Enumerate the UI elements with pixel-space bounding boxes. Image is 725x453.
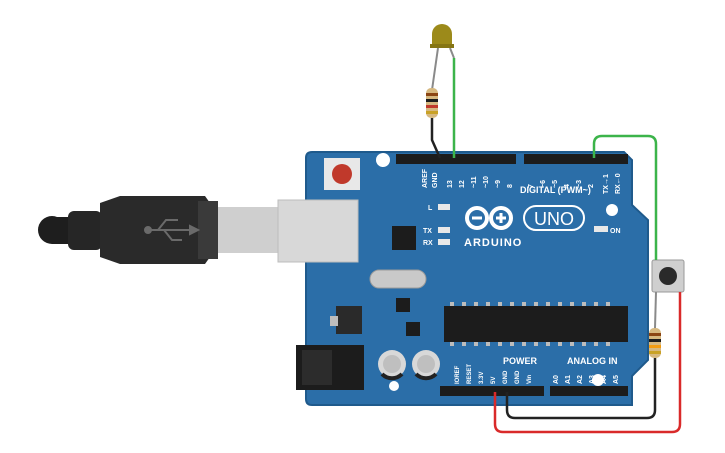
digital-header-label: DIGITAL (PWM~) (520, 185, 591, 195)
usb-chip (392, 226, 416, 250)
capacitor (378, 350, 406, 381)
brand-text: ARDUINO (464, 237, 522, 249)
pin-label: ~6 (540, 180, 547, 188)
reset-button[interactable] (324, 158, 360, 190)
pin-label: 12 (459, 180, 466, 188)
mounting-hole (606, 204, 618, 216)
pin-label: 7 (528, 184, 535, 188)
digital-header-left (396, 154, 516, 164)
digital-header-right (524, 154, 628, 164)
l-led-label: L (428, 205, 433, 212)
model-text: UNO (534, 209, 574, 229)
wire-green-button[interactable] (592, 134, 658, 260)
wire-button-to-resistor[interactable] (654, 291, 657, 329)
pin-label: A5 (613, 375, 620, 384)
power-jack (296, 345, 364, 390)
wire-red-5v[interactable] (493, 292, 682, 434)
pin-label: RX←0 (615, 173, 622, 194)
pin-label: GND (515, 370, 521, 384)
regulator (336, 306, 362, 334)
pin-label: 5V (491, 377, 497, 384)
arduino-board[interactable]: AREF GND 13 12 ~11 ~10 ~9 8 7 ~6 ~5 4 ~3… (277, 151, 649, 406)
wire-black-gnd[interactable] (505, 358, 657, 420)
small-chip (396, 298, 410, 312)
mounting-hole (592, 374, 604, 386)
pin-label: ~10 (483, 176, 490, 188)
arduino-logo: ARDUINO UNO (464, 205, 585, 249)
on-led-label: ON (610, 228, 621, 235)
pin-label: 13 (447, 180, 454, 188)
pin-label: A3 (589, 375, 596, 384)
resistor[interactable] (649, 328, 661, 358)
power-header (440, 386, 544, 396)
tx-led-label: TX (423, 228, 432, 235)
pin-label: 2 (588, 184, 595, 188)
pin-label: 8 (507, 184, 514, 188)
microcontroller-chip (444, 302, 628, 346)
led[interactable] (430, 24, 455, 91)
board-leds: L TX RX ON (423, 204, 621, 247)
analog-header-label: ANALOG IN (567, 356, 618, 366)
pin-label: GND (432, 172, 439, 188)
pin-label: GND (503, 370, 509, 384)
crystal-oscillator (369, 269, 427, 289)
pin-label: ~5 (552, 180, 559, 188)
digital-pin-labels: AREF GND 13 12 ~11 ~10 ~9 8 7 ~6 ~5 4 ~3… (422, 168, 622, 194)
pin-label: TX→1 (603, 174, 610, 194)
analog-pin-labels: A0 A1 A2 A3 A4 A5 (553, 375, 620, 384)
pin-label: A1 (565, 375, 572, 384)
pin-label: 3.3V (479, 372, 485, 384)
pin-label: ~9 (495, 180, 502, 188)
pin-label: A0 (553, 375, 560, 384)
pin-label: ~3 (576, 180, 583, 188)
capacitor (412, 350, 440, 381)
pin-label: 4 (564, 184, 571, 188)
usb-symbol-icon (144, 219, 201, 241)
power-header-label: POWER (503, 356, 538, 366)
small-chip (406, 322, 420, 336)
pin-label: AREF (422, 168, 429, 188)
pin-label: IOREF (455, 365, 461, 384)
pin-label: Vin (527, 374, 533, 384)
resistor[interactable] (426, 88, 438, 118)
wire-black-led[interactable] (430, 118, 442, 159)
pin-label: ~11 (471, 176, 478, 188)
pin-label: A2 (577, 375, 584, 384)
pushbutton[interactable] (651, 259, 685, 293)
power-pin-labels: IOREF RESET 3.3V 5V GND GND Vin (455, 364, 533, 384)
analog-header (550, 386, 628, 396)
pin-label: RESET (467, 364, 473, 384)
mounting-hole (376, 153, 390, 167)
pin-label: A4 (601, 375, 608, 384)
usb-jack (277, 199, 359, 263)
rx-led-label: RX (423, 240, 433, 247)
mounting-hole (389, 381, 399, 391)
